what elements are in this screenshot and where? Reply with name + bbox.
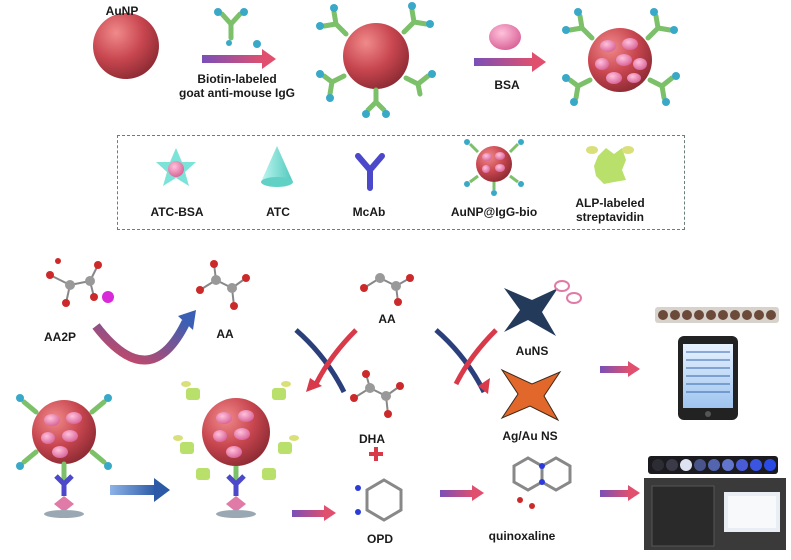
aa-molecule-icon-left: [196, 260, 250, 310]
ag-ions-icon: [554, 280, 582, 304]
legend-mcab-label: McAb: [352, 205, 386, 219]
dha-molecule-icon: [350, 370, 404, 418]
bsa-label: BSA: [494, 78, 520, 92]
arrow-to-quinoxaline: [440, 485, 484, 501]
redox-arrows-left: [294, 328, 358, 394]
well-strip-brown: [655, 307, 779, 323]
smartphone-icon: [678, 336, 738, 420]
opd-label: OPD: [366, 532, 394, 546]
aunp-igg-bsa-conjugate: [562, 8, 680, 106]
redox-arrows-right: [434, 328, 498, 394]
mcab-icon: [355, 153, 385, 191]
legend-aunp-igg-bio-label: AuNP@IgG-bio: [450, 205, 538, 219]
aa2p-molecule-icon: [46, 258, 114, 307]
aunp-igg-bio-icon: [464, 139, 524, 196]
aa-label-right: AA: [378, 312, 396, 326]
legend-box: [117, 135, 685, 230]
aunp-particle: [93, 13, 159, 79]
atc-bsa-icon: [156, 148, 196, 186]
ag-au-nanostar-icon: [500, 368, 562, 422]
legend-atc-label: ATC: [266, 205, 290, 219]
curved-arrow-aa2p-to-aa: [92, 310, 196, 365]
arrow-to-opd: [292, 505, 336, 521]
immunocomplex-alp: [173, 381, 299, 518]
arrow-to-phone: [600, 361, 640, 377]
dha-label: DHA: [359, 432, 385, 446]
biotin-igg-label-line1: Biotin-labeled: [197, 72, 277, 86]
fluorescence-reader-icon: [644, 478, 786, 550]
arrow-step2: [474, 52, 546, 72]
legend-alp-label-line2: streptavidin: [575, 210, 645, 224]
legend-atc-bsa-label: ATC-BSA: [150, 205, 204, 219]
auns-nanostar-icon: [504, 288, 558, 336]
atc-cone-icon: [261, 146, 293, 187]
aa-label-left: AA: [216, 327, 234, 341]
opd-molecule-icon: [355, 478, 403, 522]
ag-au-ns-label: Ag/Au NS: [502, 429, 558, 443]
aa2p-label: AA2P: [43, 330, 77, 344]
well-strip-blue: [648, 456, 778, 474]
plus-icon: [369, 447, 383, 461]
alp-streptavidin-icon: [586, 146, 634, 184]
biotin-igg-label-line2: goat anti-mouse IgG: [178, 86, 296, 100]
immunocomplex-start: [16, 394, 112, 518]
igg-biotin-icon: [214, 8, 261, 48]
quinoxaline-label: quinoxaline: [488, 529, 556, 543]
legend-alp-label-line1: ALP-labeled: [575, 196, 645, 210]
auns-label: AuNS: [515, 344, 549, 358]
aunp-label: AuNP: [105, 4, 139, 18]
arrow-to-reader: [600, 485, 640, 501]
aunp-igg-conjugate: [316, 2, 436, 118]
arrow-blue-binding: [110, 478, 170, 502]
aa-molecule-icon-right: [360, 273, 414, 306]
quinoxaline-molecule-icon: [512, 456, 572, 509]
arrow-step1: [202, 49, 276, 69]
bsa-icon: [489, 24, 521, 50]
